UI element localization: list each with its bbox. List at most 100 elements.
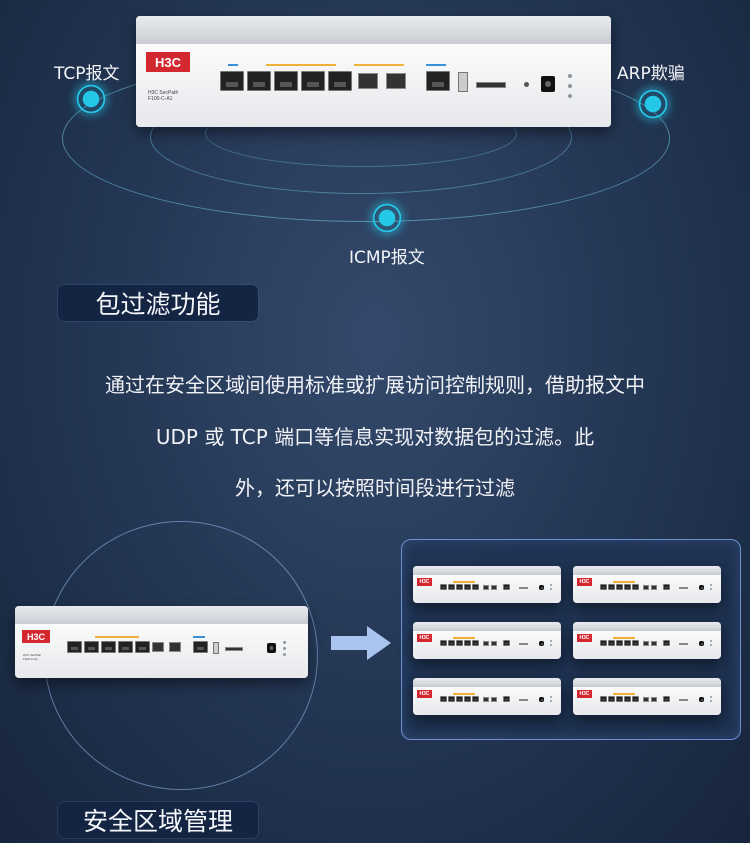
- sfp-ports: [483, 585, 497, 590]
- console-strip-blue: [193, 636, 205, 638]
- sfp-port: [651, 697, 657, 702]
- console-port: [426, 71, 450, 91]
- reset-button: [524, 82, 529, 87]
- ethernet-port: [624, 584, 631, 590]
- console-port: [503, 584, 510, 590]
- ethernet-port: [624, 696, 631, 702]
- ethernet-ports: [600, 696, 640, 702]
- status-led: [550, 700, 552, 702]
- ethernet-port: [440, 584, 447, 590]
- console-port-group: [503, 696, 510, 702]
- status-led: [710, 640, 712, 642]
- power-jack: [699, 697, 704, 702]
- status-led: [283, 653, 286, 656]
- ethernet-port: [624, 640, 631, 646]
- port-strip-yellow: [613, 581, 635, 583]
- tcp-label: TCP报文: [54, 64, 120, 84]
- ethernet-port: [600, 584, 607, 590]
- console-port: [663, 696, 670, 702]
- sfp-port: [386, 73, 406, 89]
- ethernet-port: [472, 696, 479, 702]
- power-jack: [541, 76, 555, 92]
- ethernet-port: [464, 640, 471, 646]
- ethernet-port: [616, 696, 623, 702]
- sd-card-slot: [679, 587, 688, 589]
- h3c-logo: H3C: [577, 578, 592, 586]
- ethernet-port: [448, 584, 455, 590]
- sfp-port: [643, 697, 649, 702]
- console-port-group: [663, 640, 670, 646]
- port-strip-yellow: [266, 64, 336, 66]
- status-led: [710, 588, 712, 590]
- ethernet-ports: [600, 640, 640, 646]
- ethernet-port: [608, 640, 615, 646]
- zone-device: H3C: [413, 678, 561, 715]
- ethernet-ports: [440, 584, 480, 590]
- ethernet-port: [632, 696, 639, 702]
- brand-text: H3C: [579, 579, 590, 585]
- paragraph-line-3: 外，还可以按照时间段进行过滤: [235, 476, 515, 500]
- brand-text: H3C: [579, 635, 590, 641]
- sfp-ports: [483, 697, 497, 702]
- paragraph-line-2: UDP 或 TCP 端口等信息实现对数据包的过滤。此: [155, 425, 595, 449]
- ethernet-port: [616, 584, 623, 590]
- sfp-ports: [643, 641, 657, 646]
- sfp-strip-yellow: [354, 64, 404, 66]
- status-led: [550, 584, 552, 586]
- sd-card-slot: [679, 643, 688, 645]
- zone-device: H3C: [413, 622, 561, 659]
- sfp-ports: [643, 585, 657, 590]
- status-led: [710, 584, 712, 586]
- ethernet-port: [67, 641, 82, 653]
- sfp-port: [169, 642, 181, 652]
- h3c-logo: H3C: [417, 578, 432, 586]
- power-jack: [267, 643, 276, 653]
- sfp-ports: [152, 642, 181, 652]
- tcp-marker-icon: [76, 84, 106, 114]
- zone-device: H3C: [413, 566, 561, 603]
- zone-management-title: 安全区域管理: [58, 802, 258, 838]
- sd-card-slot: [519, 699, 528, 701]
- ethernet-port: [328, 71, 352, 91]
- console-port-group: [503, 640, 510, 646]
- model-label: H3C SecPath F100-C-A1: [148, 90, 179, 102]
- arrow-right-icon: [331, 626, 391, 660]
- ethernet-port: [101, 641, 116, 653]
- power-jack: [539, 641, 544, 646]
- sfp-port: [483, 697, 489, 702]
- console-port-group: [663, 584, 670, 590]
- icmp-marker-icon: [372, 203, 402, 233]
- sfp-ports: [358, 73, 406, 89]
- arp-marker-icon: [638, 89, 668, 119]
- arp-label: ARP欺骗: [617, 64, 685, 84]
- sfp-port: [491, 697, 497, 702]
- sfp-ports: [483, 641, 497, 646]
- ethernet-port: [220, 71, 244, 91]
- ethernet-port: [135, 641, 150, 653]
- ethernet-port: [608, 584, 615, 590]
- ethernet-ports: [440, 640, 480, 646]
- status-led: [550, 640, 552, 642]
- ethernet-port: [472, 640, 479, 646]
- console-port: [663, 584, 670, 590]
- ethernet-port: [84, 641, 99, 653]
- console-port-group: [503, 584, 510, 590]
- ethernet-port: [247, 71, 271, 91]
- brand-text: H3C: [419, 635, 430, 641]
- ethernet-port: [464, 696, 471, 702]
- sfp-ports: [643, 697, 657, 702]
- brand-text: H3C: [419, 691, 430, 697]
- zone-device: H3C: [573, 678, 721, 715]
- console-port: [193, 641, 208, 653]
- ethernet-port: [632, 584, 639, 590]
- hero-firewall-device: H3C H3C SecPath F100-C-A1: [136, 16, 611, 127]
- ethernet-port: [600, 696, 607, 702]
- ethernet-ports: [440, 696, 480, 702]
- port-strip-blue: [228, 64, 238, 66]
- sfp-port: [491, 585, 497, 590]
- model-label: H3C SecPath F100-C-A1: [23, 653, 42, 661]
- status-led: [568, 74, 572, 78]
- ethernet-port: [472, 584, 479, 590]
- sd-card-slot: [476, 82, 506, 88]
- brand-text: H3C: [154, 54, 181, 70]
